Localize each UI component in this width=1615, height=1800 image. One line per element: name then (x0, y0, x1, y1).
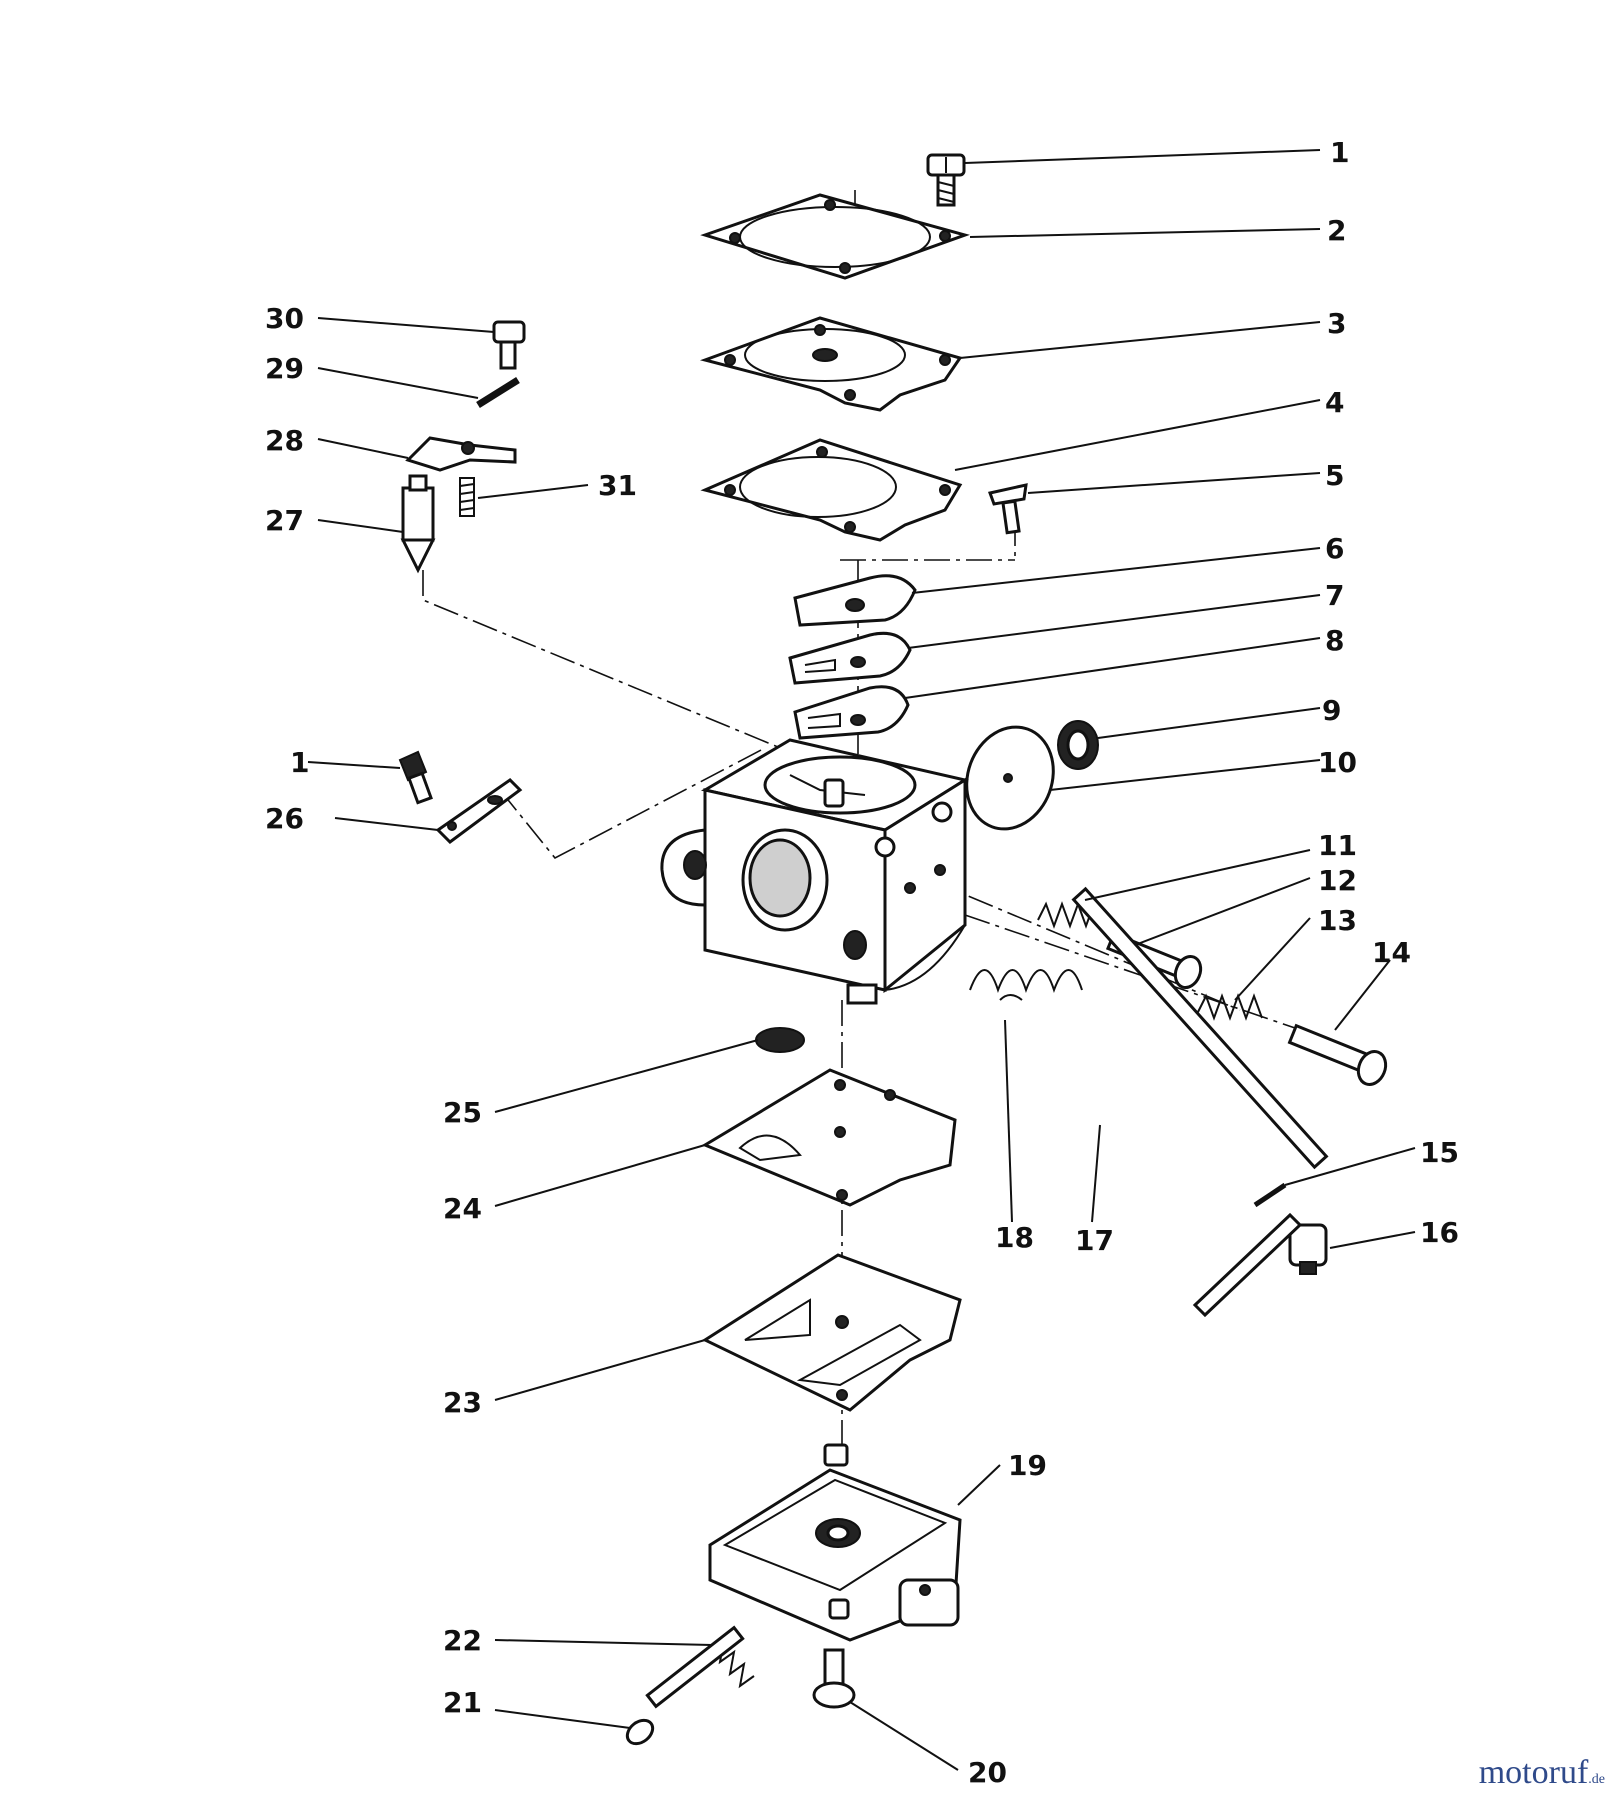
part-29-pin (476, 377, 520, 408)
part-17-throttle-shaft (1071, 886, 1329, 1170)
part-19-pump-cover (708, 1443, 962, 1642)
callout-25: 25 (443, 1096, 482, 1129)
part-5-screw (988, 483, 1028, 535)
part-15-pin (1253, 1182, 1287, 1208)
watermark-brand: motoruf (1478, 1754, 1589, 1791)
watermark-logo: motoruf.de (1479, 1754, 1605, 1792)
callout-17: 17 (1075, 1224, 1114, 1257)
part-31-spring (459, 477, 475, 517)
callout-16: 16 (1420, 1216, 1459, 1249)
callout-29: 29 (265, 352, 304, 385)
carburetor-body (660, 738, 969, 1005)
callout-19: 19 (1008, 1449, 1047, 1482)
callout-4: 4 (1325, 386, 1344, 419)
callout-1-lower: 1 (290, 746, 309, 779)
part-14-screw (1287, 1023, 1388, 1086)
callout-22: 22 (443, 1624, 482, 1657)
part-7-plate (788, 631, 912, 685)
part-24-pump-diaphragm (701, 1068, 957, 1207)
part-1-screw-lower (398, 750, 433, 805)
callout-8: 8 (1325, 624, 1344, 657)
part-26-lever (435, 778, 523, 844)
callout-20: 20 (968, 1756, 1007, 1789)
part-3-diaphragm (699, 316, 963, 412)
callout-23: 23 (443, 1386, 482, 1419)
callout-24: 24 (443, 1192, 482, 1225)
callout-26: 26 (265, 802, 304, 835)
callout-6: 6 (1325, 532, 1344, 565)
leader-lines (307, 149, 1416, 1771)
callout-15: 15 (1420, 1136, 1459, 1169)
part-13-spring (1197, 993, 1263, 1021)
part-28-inlet-lever (405, 436, 517, 472)
part-9-gear (1057, 720, 1099, 770)
throttle-plate (1192, 1212, 1303, 1318)
part-21-screw (625, 1625, 745, 1746)
part-18-spring (969, 969, 1083, 1001)
callout-21: 21 (443, 1686, 482, 1719)
callout-7: 7 (1325, 579, 1344, 612)
callout-28: 28 (265, 424, 304, 457)
part-8-plate (793, 685, 910, 740)
callout-27: 27 (265, 504, 304, 537)
callout-31: 31 (598, 469, 637, 502)
callout-1: 1 (1330, 136, 1349, 169)
part-25-screen (755, 1027, 805, 1053)
callout-14: 14 (1372, 936, 1411, 969)
part-16-fitting (1288, 1223, 1328, 1275)
part-23-gasket (701, 1253, 962, 1412)
part-30-screw (492, 320, 526, 370)
callout-5: 5 (1325, 459, 1344, 492)
callout-13: 13 (1318, 904, 1357, 937)
part-4-gasket (700, 438, 963, 542)
part-20-screw (812, 1648, 856, 1709)
callout-11: 11 (1318, 829, 1357, 862)
part-1-screw-top (926, 153, 966, 207)
part-10-disc (965, 725, 1055, 831)
callout-labels: 1 2 3 4 5 6 7 8 9 10 11 12 13 14 15 16 1… (265, 136, 1459, 1789)
part-6-plate (793, 574, 917, 627)
watermark-tld: .de (1588, 1772, 1605, 1787)
callout-18: 18 (995, 1221, 1034, 1254)
callout-10: 10 (1318, 746, 1357, 779)
callout-9: 9 (1322, 694, 1341, 727)
callout-3: 3 (1327, 307, 1346, 340)
callout-12: 12 (1318, 864, 1357, 897)
callout-30: 30 (265, 302, 304, 335)
part-27-needle (400, 474, 436, 574)
part-2-cover-plate (700, 193, 970, 280)
callout-2: 2 (1327, 214, 1346, 247)
